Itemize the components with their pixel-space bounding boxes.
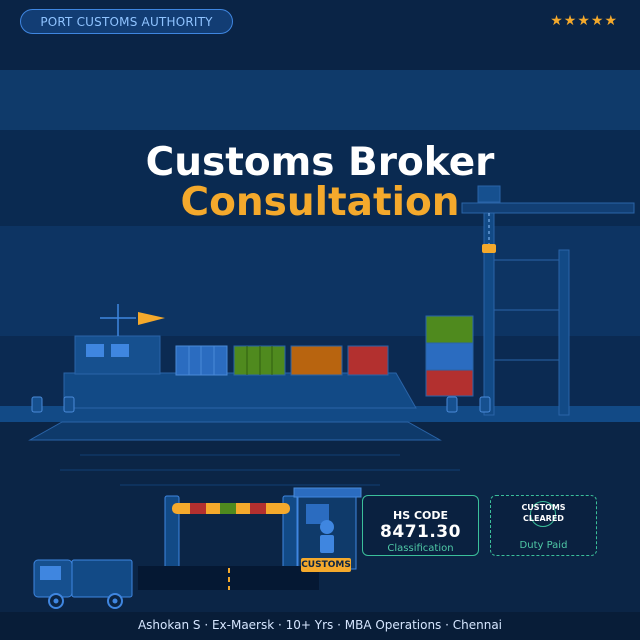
- container-stack: [425, 315, 474, 397]
- authority-badge[interactable]: PORT CUSTOMS AUTHORITY: [20, 9, 233, 34]
- footer-credit: Ashokan S · Ex-Maersk · 10+ Yrs · MBA Op…: [137, 618, 503, 632]
- footer-band: [0, 612, 640, 640]
- delivery-truck: [33, 559, 133, 609]
- road: [138, 566, 319, 590]
- customs-gate: [164, 495, 298, 571]
- cleared-stamp-line2: CLEARED: [523, 514, 564, 523]
- duty-paid-label: Duty Paid: [519, 540, 568, 551]
- bollards: [31, 396, 491, 413]
- cleared-stamp-icon: [530, 501, 556, 527]
- customs-gate-sign: CUSTOMS: [301, 558, 351, 572]
- hs-code-value: 8471.30: [380, 522, 461, 542]
- hs-code-card: HS CODE 8471.30 Classification: [362, 495, 479, 556]
- hero-title-line1: Customs Broker: [145, 140, 495, 185]
- header-band: [0, 70, 640, 130]
- hero-title-line2: Consultation: [180, 180, 460, 225]
- cargo-ship: [28, 304, 442, 441]
- customs-cleared-card: CUSTOMS CLEARED Duty Paid: [490, 495, 597, 556]
- hs-code-label: HS CODE: [392, 509, 449, 522]
- hs-code-sublabel: Classification: [387, 543, 454, 554]
- rating-stars: ★★★★★: [550, 13, 618, 29]
- cleared-stamp-line1: CUSTOMS: [521, 503, 566, 512]
- water-lines: [60, 454, 460, 486]
- customs-booth: [293, 487, 362, 570]
- gantry-crane: [461, 185, 635, 416]
